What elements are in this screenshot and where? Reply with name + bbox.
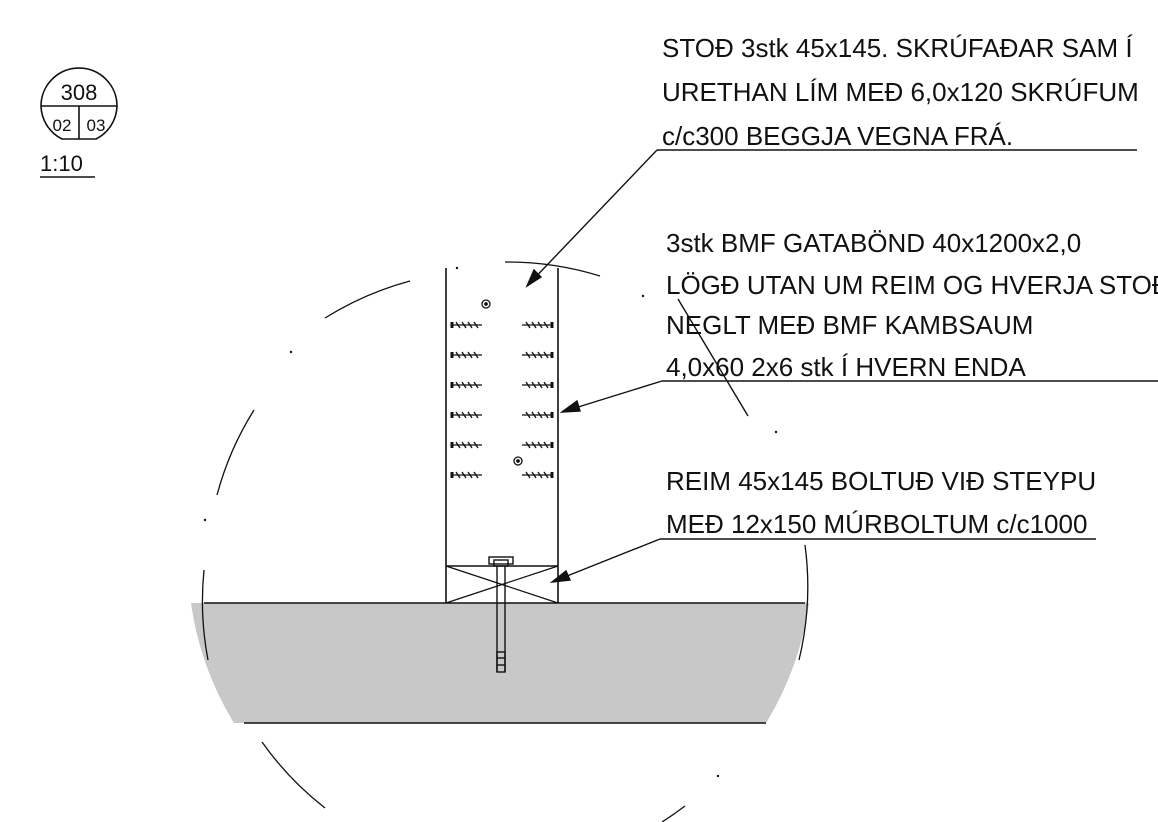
plate-note: REIM 45x145 BOLTUÐ VIÐ STEYPU MEÐ 12x150… — [666, 466, 1096, 539]
concrete-slab — [188, 603, 812, 723]
post-leader — [526, 149, 658, 287]
strap-note-line: LÖGÐ UTAN UM REIM OG HVERJA STOÐ — [666, 270, 1158, 300]
anchor-bolt — [488, 556, 514, 673]
screw — [450, 471, 482, 479]
detail-sheet-b: 03 — [87, 116, 106, 135]
plate-leader-arrow — [549, 569, 572, 583]
screw — [522, 351, 554, 359]
detail-scale: 1:10 — [40, 151, 83, 176]
detail-circle — [201, 261, 809, 822]
strap-note-line: 4,0x60 2x6 stk Í HVERN ENDA — [666, 352, 1026, 382]
screw — [450, 321, 482, 329]
nails — [481, 299, 523, 466]
strap-note-line: NEGLT MEÐ BMF KAMBSAUM — [666, 310, 1033, 340]
screw — [522, 321, 554, 329]
strap-note-line: 3stk BMF GATABÖND 40x1200x2,0 — [666, 228, 1081, 258]
plate-note-line: MEÐ 12x150 MÚRBOLTUM c/c1000 — [666, 509, 1087, 539]
post-note-line: URETHAN LÍM MEÐ 6,0x120 SKRÚFUM — [662, 77, 1139, 107]
screws-left — [450, 321, 482, 479]
post-note-line: c/c300 BEGGJA VEGNA FRÁ. — [662, 121, 1013, 151]
post-note-line: STOÐ 3stk 45x145. SKRÚFAÐAR SAM Í — [662, 33, 1133, 63]
detail-number: 308 — [61, 80, 98, 105]
strap-note: 3stk BMF GATABÖND 40x1200x2,0 LÖGÐ UTAN … — [666, 228, 1158, 382]
sole-plate — [445, 565, 559, 604]
plate-leader — [551, 538, 661, 583]
screw — [522, 411, 554, 419]
post — [445, 268, 559, 603]
nail-head — [513, 456, 523, 466]
screws-right — [522, 321, 554, 479]
screw — [522, 471, 554, 479]
nail-head — [481, 299, 491, 309]
screw — [450, 381, 482, 389]
post-leader-arrow — [525, 268, 543, 288]
post-note: STOÐ 3stk 45x145. SKRÚFAÐAR SAM Í URETHA… — [662, 33, 1139, 151]
screw — [450, 411, 482, 419]
screw — [522, 441, 554, 449]
leaders — [525, 149, 1158, 583]
screw — [450, 441, 482, 449]
detail-sheet-a: 02 — [53, 116, 72, 135]
detail-tag: 308 02 03 1:10 — [40, 67, 118, 178]
screw — [450, 351, 482, 359]
detail-tag-outline — [40, 67, 118, 140]
screw — [522, 381, 554, 389]
strap-leader-arrow — [559, 399, 581, 413]
plate-note-line: REIM 45x145 BOLTUÐ VIÐ STEYPU — [666, 466, 1096, 496]
strap-extra-leader — [677, 298, 749, 417]
